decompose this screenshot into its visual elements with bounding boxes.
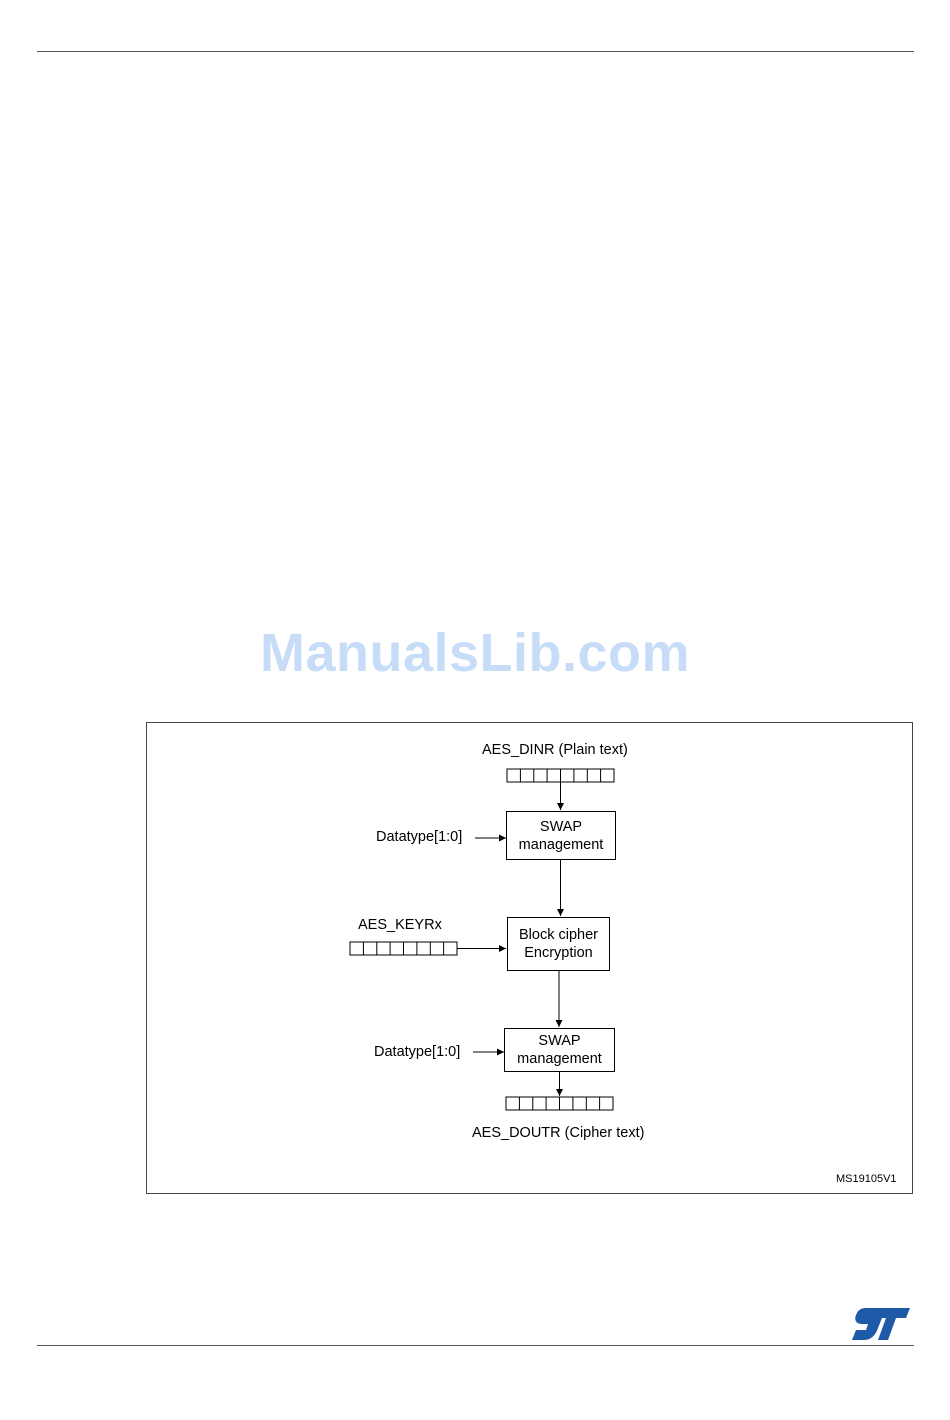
- swap-bottom-line2: management: [517, 1050, 602, 1068]
- input-label: AES_DINR (Plain text): [482, 743, 628, 758]
- key-label: AES_KEYRx: [358, 918, 442, 933]
- block-cipher-encryption-block: Block cipher Encryption: [507, 917, 610, 971]
- output-register: [506, 1097, 613, 1110]
- bottom-rule: [37, 1345, 914, 1346]
- swap-top-line2: management: [519, 836, 604, 854]
- figure-code: MS19105V1: [836, 1173, 897, 1185]
- datatype-label-top: Datatype[1:0]: [376, 830, 462, 845]
- output-label: AES_DOUTR (Cipher text): [472, 1126, 644, 1141]
- datatype-label-bottom: Datatype[1:0]: [374, 1045, 460, 1060]
- input-register: [507, 769, 614, 782]
- swap-management-top-block: SWAP management: [506, 811, 616, 860]
- key-register: [350, 942, 457, 955]
- cipher-line2: Encryption: [524, 944, 593, 962]
- cipher-line1: Block cipher: [519, 926, 598, 944]
- swap-management-bottom-block: SWAP management: [504, 1028, 615, 1072]
- swap-top-line1: SWAP: [540, 818, 582, 836]
- st-logo-icon: [852, 1306, 910, 1342]
- swap-bottom-line1: SWAP: [538, 1032, 580, 1050]
